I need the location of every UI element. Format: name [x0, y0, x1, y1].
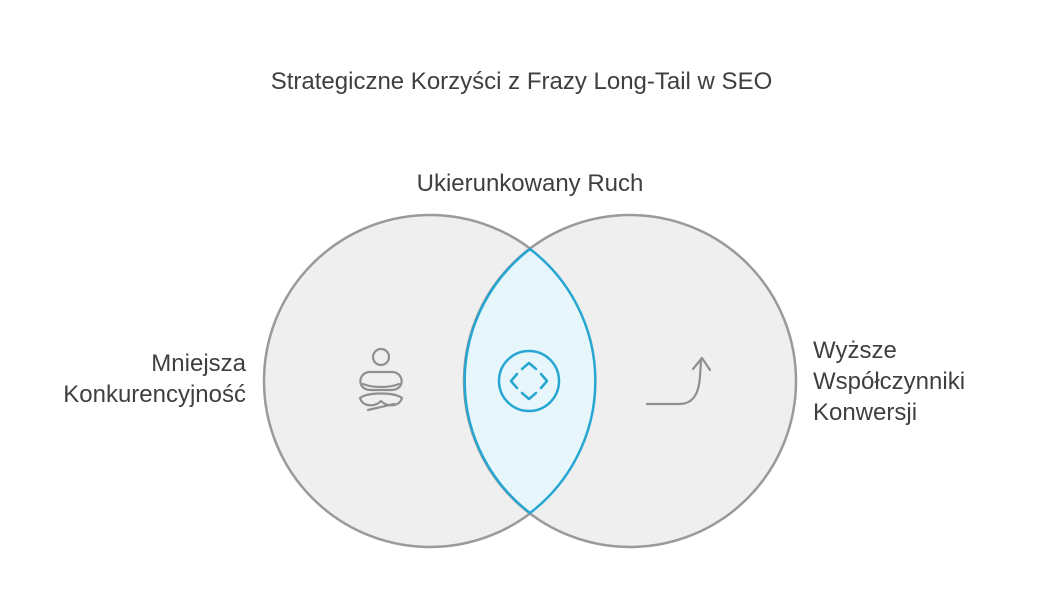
intersection-label: Ukierunkowany Ruch: [416, 170, 644, 197]
right-label-line-1: Wyższe: [813, 337, 897, 364]
growth-arrow-icon: [645, 356, 712, 406]
right-label-line-3: Konwersji: [813, 399, 918, 426]
intersection-region: [463, 215, 597, 547]
target-arrows-icon: [497, 349, 561, 413]
right-label-line-2: Współczynniki: [813, 368, 966, 395]
diagram-title: Strategiczne Korzyści z Frazy Long-Tail …: [270, 68, 773, 95]
meditation-person-icon: [358, 347, 404, 412]
right-circle-label: Wyższe Współczynniki Konwersji: [813, 335, 1033, 428]
left-label-line-2: Konkurencyjność: [63, 381, 246, 408]
left-circle-label: Mniejsza Konkurencyjność: [10, 348, 246, 410]
left-label-line-1: Mniejsza: [151, 350, 246, 377]
